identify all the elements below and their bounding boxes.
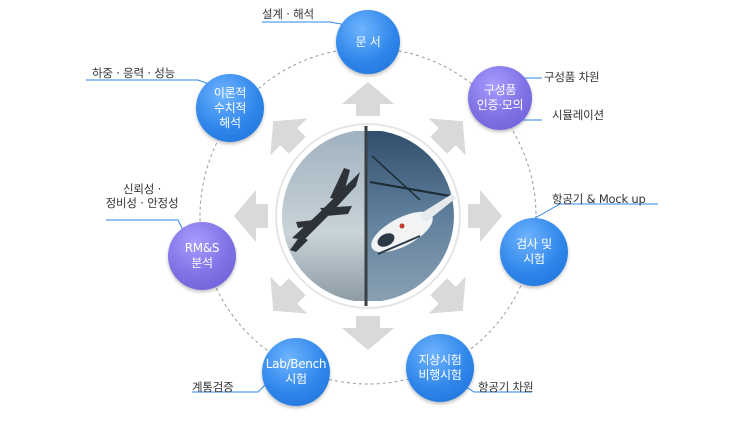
node-document-label: 문 서 bbox=[355, 34, 381, 49]
label-aircraft-level: 항공기 차원 bbox=[478, 380, 534, 394]
label-component-level: 구성품 차원 bbox=[544, 70, 600, 84]
node-lab-bench-line2: 시험 bbox=[285, 372, 307, 386]
label-design-analysis: 설계 · 해석 bbox=[262, 7, 314, 21]
node-component-line1: 구성품 bbox=[483, 83, 517, 97]
node-inspection-line1: 검사 및 bbox=[516, 237, 552, 251]
label-simulation: 시뮬레이션 bbox=[552, 108, 604, 122]
node-inspection-test: 검사 및 시험 bbox=[500, 218, 568, 286]
node-theory-line2: 수치적 bbox=[213, 100, 247, 115]
node-lab-bench-line1: Lab/Bench bbox=[265, 357, 327, 371]
node-component-line2: 인증·모의 bbox=[476, 98, 524, 112]
node-ground-flight-line2: 비행시험 bbox=[418, 368, 462, 382]
node-theory-line1: 이론적 bbox=[213, 85, 247, 100]
node-inspection-line2: 시험 bbox=[523, 252, 545, 266]
label-system-verification: 계통검증 bbox=[192, 380, 234, 394]
fighter-jet-icon bbox=[290, 168, 360, 252]
label-load-stress-performance: 하중 · 응력 · 성능 bbox=[92, 66, 176, 80]
helicopter-icon bbox=[369, 155, 456, 255]
node-theory-line3: 해석 bbox=[219, 115, 241, 130]
label-aircraft-mockup: 항공기 & Mock up bbox=[552, 192, 646, 206]
label-reliability-line1: 신뢰성 · bbox=[122, 182, 162, 196]
node-lab-bench-test: Lab/Bench 시험 bbox=[262, 338, 330, 406]
node-component-certification: 구성품 인증·모의 bbox=[468, 66, 532, 130]
node-rms-line1: RM&S bbox=[184, 241, 220, 255]
node-rms-line2: 분석 bbox=[191, 256, 213, 270]
node-ground-flight-test: 지상시험 비행시험 bbox=[406, 334, 474, 402]
label-reliability: 신뢰성 · 정비성 · 안정성 bbox=[92, 182, 192, 210]
node-rms-analysis: RM&S 분석 bbox=[168, 222, 236, 290]
center-image bbox=[275, 123, 461, 309]
label-reliability-line2: 정비성 · 안정성 bbox=[105, 196, 179, 210]
node-ground-flight-line1: 지상시험 bbox=[418, 353, 462, 367]
node-theoretical-analysis: 이론적 수치적 해석 bbox=[196, 74, 264, 142]
node-document: 문 서 bbox=[336, 10, 400, 74]
orbit-ring bbox=[199, 47, 537, 385]
